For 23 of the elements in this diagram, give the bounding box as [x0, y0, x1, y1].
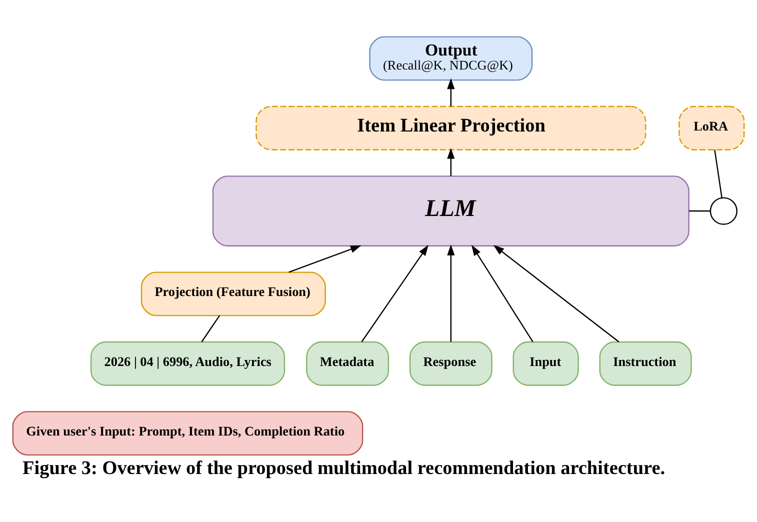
- node-box: Instruction: [599, 340, 692, 386]
- node-box: Metadata: [306, 340, 390, 386]
- arrow: [447, 147, 455, 176]
- node-box: Response: [409, 340, 492, 386]
- arrow: [288, 244, 362, 272]
- arrow: [447, 244, 455, 342]
- node-box: LLM: [212, 175, 690, 246]
- node-box: Item Linear Projection: [256, 105, 646, 150]
- connector: [689, 210, 710, 212]
- caption: Figure 3: Overview of the proposed multimodal recommendation architecture.: [22, 457, 666, 478]
- node-box: 2026 | 04 | 6996, Audio, Lyrics: [90, 340, 286, 386]
- arrow: [472, 244, 534, 342]
- node-circle: [710, 196, 738, 224]
- node-box: Input: [512, 340, 579, 386]
- arrow: [361, 244, 428, 342]
- node-box: Projection (Feature Fusion): [140, 271, 326, 316]
- arrow: [493, 244, 620, 342]
- node-box: Given user's Input: Prompt, Item IDs, Completion Ratio: [12, 410, 364, 456]
- arrow: [447, 78, 455, 106]
- connector: [201, 314, 220, 342]
- node-box: LoRA: [678, 105, 745, 150]
- connector: [714, 149, 722, 198]
- node-box: Output (Recall@K, NDCG@K): [369, 36, 533, 80]
